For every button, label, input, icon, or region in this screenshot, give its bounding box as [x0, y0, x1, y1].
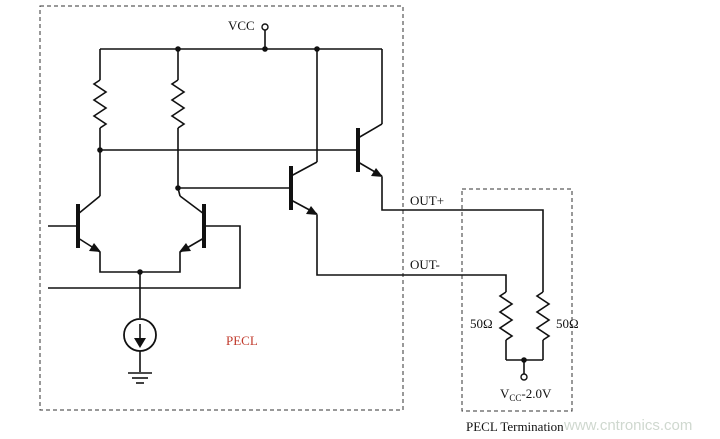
pecl-label: PECL	[226, 333, 258, 348]
emitter-follower-out-minus	[289, 49, 507, 292]
termination-resistor-left	[498, 291, 514, 360]
base-drive-wires	[97, 147, 356, 191]
current-source-icon	[123, 318, 157, 352]
termination-voltage-v: V	[500, 386, 510, 401]
termination-resistor-right	[535, 291, 551, 360]
termination-voltage-label: VCC-2.0V	[500, 386, 552, 403]
termination-voltage-sub: CC	[509, 393, 521, 403]
collector-resistor-left	[92, 49, 108, 150]
vcc-terminal	[261, 23, 269, 49]
tail-node	[99, 264, 181, 318]
termination-resistor-right-label: 50Ω	[556, 316, 579, 331]
diff-transistor-left	[48, 150, 101, 264]
ground-icon	[128, 351, 152, 384]
out-minus-label: OUT-	[410, 257, 440, 272]
vcc-label: VCC	[228, 18, 255, 33]
termination-node	[506, 357, 543, 381]
emitter-follower-out-plus	[356, 49, 544, 292]
pecl-termination-box	[461, 188, 573, 412]
termination-resistor-left-label: 50Ω	[470, 316, 493, 331]
collector-resistor-right	[170, 49, 186, 188]
termination-title: PECL Termination	[466, 419, 564, 434]
pecl-driver-box	[39, 5, 404, 411]
vcc-rail	[100, 46, 382, 52]
termination-voltage-tail: -2.0V	[521, 386, 552, 401]
diff-transistor-right	[48, 187, 241, 289]
watermark-text: www.cntronics.com	[563, 417, 692, 434]
out-plus-label: OUT+	[410, 193, 444, 208]
